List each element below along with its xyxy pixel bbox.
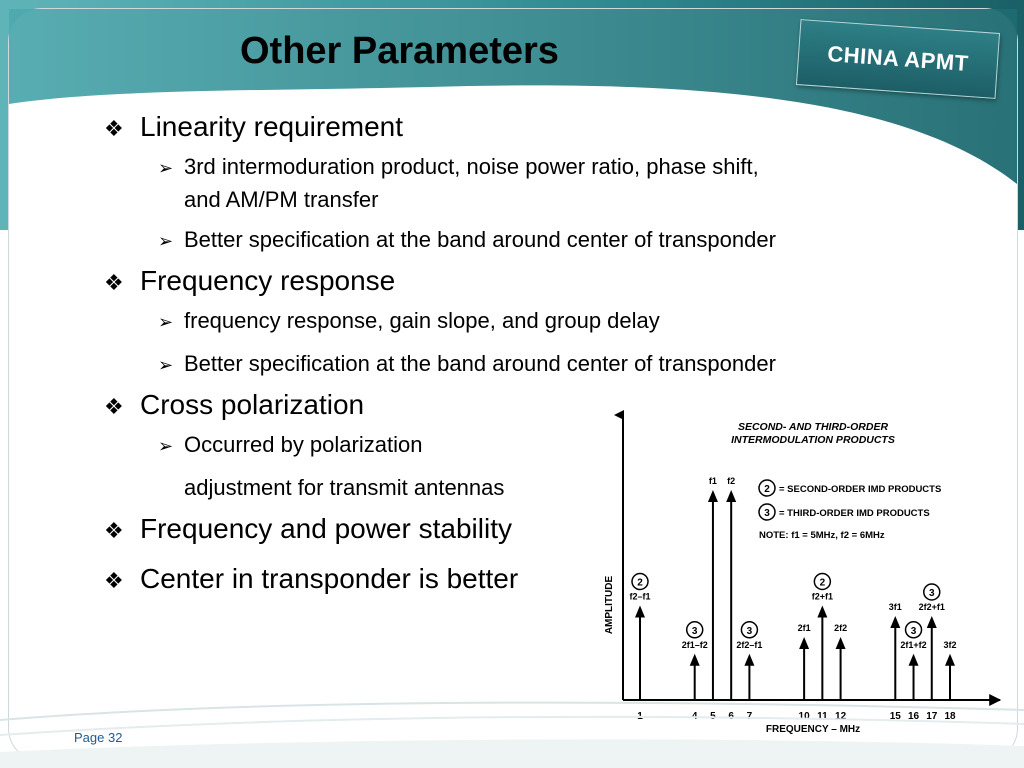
spectral-label: 2f1–f2 bbox=[682, 640, 708, 650]
diamond-bullet-icon: ❖ bbox=[104, 518, 124, 543]
logo-text: CHINA APMT bbox=[826, 41, 970, 76]
spectral-arrowhead bbox=[726, 490, 737, 502]
sub-bullet-text: Better specification at the band around … bbox=[184, 227, 776, 252]
diamond-bullet-icon: ❖ bbox=[104, 116, 124, 141]
sub-bullet-continuation: adjustment for transmit antennas bbox=[184, 471, 984, 504]
legend-text-2: = SECOND-ORDER IMD PRODUCTS bbox=[779, 484, 941, 495]
sub-bullet-item: ➢ Better specification at the band aroun… bbox=[158, 223, 984, 258]
order-symbol: 3 bbox=[911, 626, 917, 637]
spectral-label: f2–f1 bbox=[629, 592, 650, 602]
spectral-arrowhead bbox=[835, 637, 846, 649]
arrow-bullet-icon: ➢ bbox=[158, 158, 174, 178]
x-tick-label: 15 bbox=[890, 711, 902, 722]
sub-bullet-item: ➢ frequency response, gain slope, and gr… bbox=[158, 304, 984, 339]
diamond-bullet-icon: ❖ bbox=[104, 568, 124, 593]
bullet-item: ❖ Frequency and power stability bbox=[104, 512, 984, 548]
diagram-note: NOTE: f1 = 5MHz, f2 = 6MHz bbox=[759, 530, 885, 541]
order-circle bbox=[631, 572, 649, 591]
slide-title: Other Parameters bbox=[240, 30, 559, 72]
x-tick-label: 6 bbox=[728, 711, 734, 722]
diamond-bullet-icon: ❖ bbox=[104, 394, 124, 419]
legend-circle-2 bbox=[758, 479, 776, 497]
spectral-arrowhead bbox=[926, 616, 937, 628]
bullet-text: Cross polarization bbox=[140, 389, 365, 420]
bullet-text: Center in transponder is better bbox=[140, 563, 519, 594]
spectral-label: f2+f1 bbox=[812, 592, 833, 602]
bullet-text: Linearity requirement bbox=[140, 111, 404, 142]
spectral-arrowhead bbox=[689, 653, 700, 666]
sub-bullet-item: ➢ Occurred by polarization bbox=[158, 428, 984, 463]
spectral-label: 2f2+f1 bbox=[919, 602, 945, 612]
order-symbol: 2 bbox=[820, 578, 826, 589]
spectral-label: f1 bbox=[709, 476, 717, 486]
sub-bullet-text: 3rd intermoduration product, noise power… bbox=[184, 154, 759, 179]
sub-bullet-continuation: and AM/PM transfer bbox=[184, 185, 984, 215]
sub-bullet-item: ➢ 3rd intermoduration product, noise pow… bbox=[158, 150, 984, 185]
diagram-title-line2: INTERMODULATION PRODUCTS bbox=[731, 434, 895, 446]
order-circle bbox=[685, 621, 704, 639]
spectral-arrowhead bbox=[744, 653, 755, 666]
spectral-label: 3f1 bbox=[889, 602, 902, 612]
legend-text-3: = THIRD-ORDER IMD PRODUCTS bbox=[779, 508, 930, 519]
spectral-label: 3f2 bbox=[943, 640, 956, 650]
order-circle bbox=[923, 583, 941, 601]
header-swoosh bbox=[9, 9, 1017, 199]
china-apmt-logo: CHINA APMT bbox=[795, 19, 1001, 99]
diamond-bullet-icon: ❖ bbox=[104, 270, 124, 295]
sub-bullet-item: ➢ Better specification at the band aroun… bbox=[158, 347, 984, 382]
bullet-item: ❖ Center in transponder is better bbox=[104, 562, 984, 598]
sub-bullet-text: Occurred by polarization bbox=[184, 432, 423, 457]
bullet-list: ❖ Linearity requirement ➢ 3rd intermodur… bbox=[104, 110, 984, 598]
arrow-bullet-icon: ➢ bbox=[158, 436, 174, 456]
x-tick-label: 12 bbox=[835, 711, 847, 722]
order-circle bbox=[740, 621, 759, 639]
arrow-bullet-icon: ➢ bbox=[158, 231, 174, 251]
order-symbol: 3 bbox=[747, 626, 753, 637]
spectral-arrowhead bbox=[635, 605, 645, 618]
order-symbol: 2 bbox=[637, 578, 643, 589]
order-symbol: 3 bbox=[692, 626, 698, 637]
x-tick-label: 16 bbox=[908, 711, 920, 722]
order-circle bbox=[813, 572, 832, 591]
order-circle bbox=[904, 621, 923, 639]
sub-bullet-text: adjustment for transmit antennas bbox=[184, 475, 505, 500]
spectral-label: f2 bbox=[727, 476, 735, 486]
spectral-label: 2f1 bbox=[798, 623, 811, 633]
spectral-arrowhead bbox=[817, 605, 828, 618]
sub-bullet-text: and AM/PM transfer bbox=[184, 187, 379, 212]
arrow-bullet-icon: ➢ bbox=[158, 312, 174, 332]
bullet-item: ❖ Frequency response bbox=[104, 264, 984, 300]
spectral-label: 2f2 bbox=[834, 623, 847, 633]
spectral-arrowhead bbox=[799, 637, 810, 649]
spectral-label: 2f2–f1 bbox=[736, 640, 762, 650]
x-tick-label: 7 bbox=[747, 711, 753, 722]
bullet-text: Frequency response bbox=[140, 265, 396, 296]
legend-symbol-3: 3 bbox=[764, 508, 770, 519]
spectral-arrowhead bbox=[908, 653, 919, 666]
spectral-label: 2f1+f2 bbox=[900, 640, 926, 650]
order-symbol: 3 bbox=[929, 588, 935, 599]
y-axis-label: AMPLITUDE bbox=[604, 576, 615, 635]
bullet-item: ❖ Cross polarization bbox=[104, 388, 984, 424]
sub-bullet-text: Better specification at the band around … bbox=[184, 351, 776, 376]
spectral-arrowhead bbox=[707, 490, 718, 502]
x-tick-label: 11 bbox=[817, 711, 828, 722]
bullet-item: ❖ Linearity requirement bbox=[104, 110, 984, 146]
arrow-bullet-icon: ➢ bbox=[158, 355, 174, 375]
x-tick-label: 18 bbox=[944, 711, 956, 722]
x-axis-label: FREQUENCY – MHz bbox=[766, 724, 860, 735]
spectral-arrowhead bbox=[890, 616, 901, 628]
legend-symbol-2: 2 bbox=[764, 484, 770, 495]
sub-bullet-text: frequency response, gain slope, and grou… bbox=[184, 308, 660, 333]
x-tick-label: 17 bbox=[926, 711, 938, 722]
bottom-decoration bbox=[0, 701, 1024, 768]
bullet-text: Frequency and power stability bbox=[140, 513, 512, 544]
spectral-arrowhead bbox=[945, 653, 955, 666]
x-tick-label: 10 bbox=[799, 711, 811, 722]
page-number: Page 32 bbox=[74, 730, 123, 745]
legend-circle-3 bbox=[758, 503, 776, 521]
diagram-title-line1: SECOND- AND THIRD-ORDER bbox=[738, 421, 889, 433]
